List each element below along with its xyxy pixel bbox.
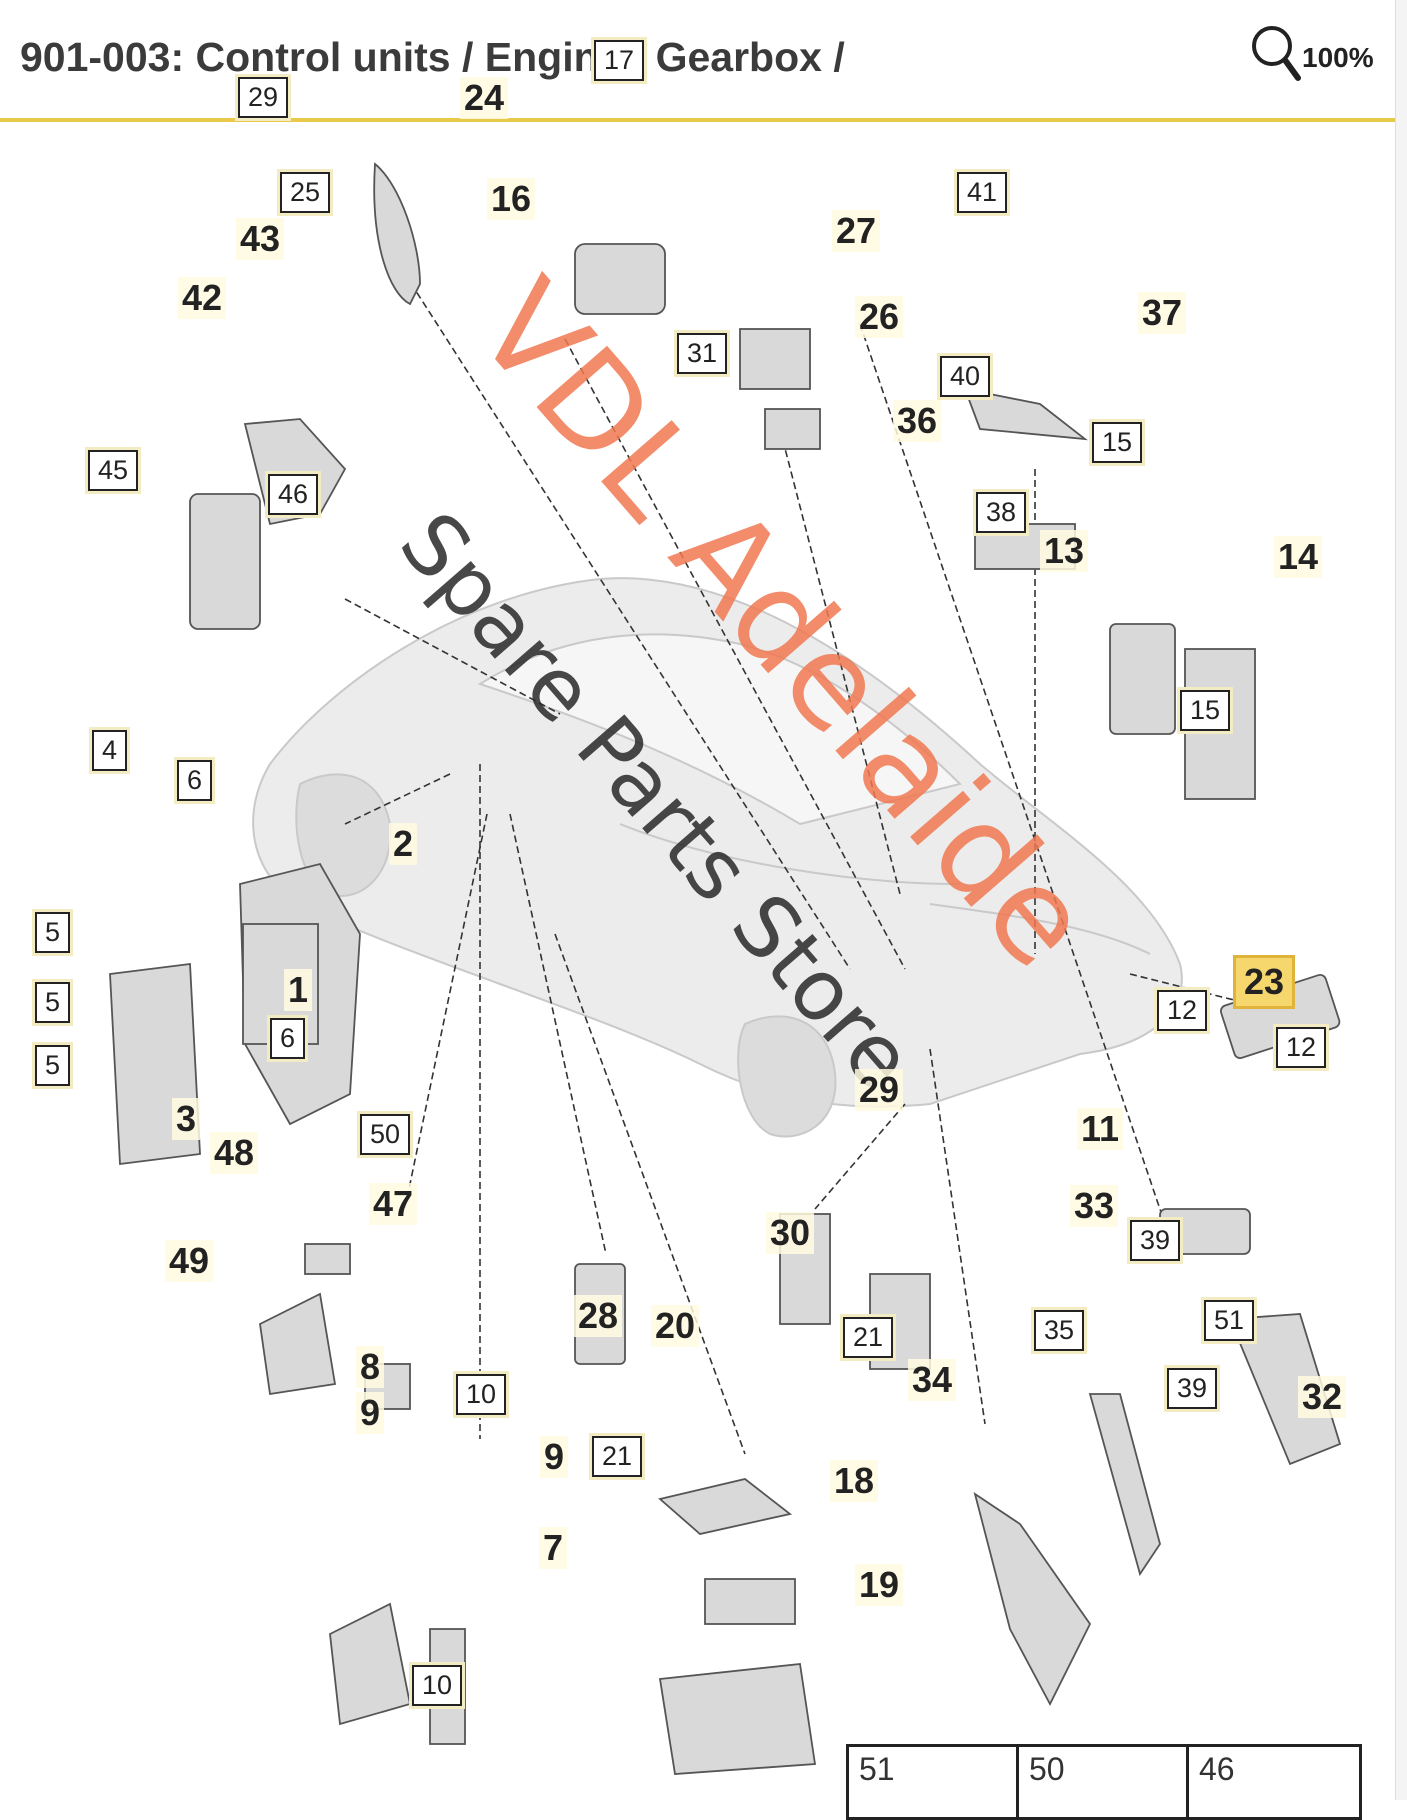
callout-8[interactable]: 8: [356, 1346, 385, 1388]
callout-48[interactable]: 48: [210, 1132, 259, 1174]
callout-29[interactable]: 29: [855, 1069, 904, 1111]
callout-38[interactable]: 38: [972, 489, 1030, 536]
callout-40[interactable]: 40: [936, 353, 994, 400]
part-26: [764, 408, 821, 450]
part-42: [189, 493, 261, 630]
callout-28[interactable]: 28: [574, 1295, 623, 1337]
magnifier-icon: [1252, 26, 1301, 81]
callout-20[interactable]: 20: [651, 1305, 700, 1347]
callout-19[interactable]: 19: [855, 1564, 904, 1606]
car-illustration: [252, 577, 1183, 1138]
callout-15[interactable]: 15: [1176, 687, 1234, 734]
callout-16[interactable]: 16: [487, 178, 536, 220]
part-24: [373, 162, 421, 306]
callout-39[interactable]: 39: [1126, 1217, 1184, 1264]
callout-21[interactable]: 21: [839, 1314, 897, 1361]
legend-cell[interactable]: 46: [1199, 1751, 1235, 1787]
callout-10[interactable]: 10: [452, 1371, 510, 1418]
callout-14[interactable]: 14: [1274, 536, 1323, 578]
callout-36[interactable]: 36: [893, 400, 942, 442]
callout-30[interactable]: 30: [766, 1212, 815, 1254]
part-19: [658, 1663, 817, 1775]
scrollbar[interactable]: [1395, 0, 1407, 1800]
part-16: [574, 243, 666, 315]
callout-33[interactable]: 33: [1070, 1185, 1119, 1227]
callout-4[interactable]: 4: [88, 727, 131, 774]
callout-5[interactable]: 5: [31, 1042, 74, 1089]
diagram-drawing: [109, 162, 1342, 1775]
part-20: [658, 1478, 793, 1535]
callout-9[interactable]: 9: [540, 1436, 569, 1478]
legend-cell[interactable]: 50: [1019, 1747, 1189, 1817]
callout-21[interactable]: 21: [588, 1433, 646, 1480]
callout-9[interactable]: 9: [356, 1392, 385, 1434]
part-48: [304, 1243, 351, 1275]
callout-17[interactable]: 17: [590, 37, 648, 84]
callout-35[interactable]: 35: [1030, 1307, 1088, 1354]
callout-5[interactable]: 5: [31, 979, 74, 1026]
callout-49[interactable]: 49: [165, 1240, 214, 1282]
part-27: [739, 328, 811, 390]
callout-12[interactable]: 12: [1153, 987, 1211, 1034]
callout-23[interactable]: 23: [1233, 955, 1296, 1009]
callout-27[interactable]: 27: [832, 210, 881, 252]
callout-3[interactable]: 3: [172, 1098, 201, 1140]
callout-15[interactable]: 15: [1088, 419, 1146, 466]
callout-42[interactable]: 42: [178, 277, 227, 319]
callout-39[interactable]: 39: [1163, 1365, 1221, 1412]
part-18: [704, 1578, 796, 1625]
callout-47[interactable]: 47: [369, 1183, 418, 1225]
callout-31[interactable]: 31: [673, 330, 731, 377]
callout-7[interactable]: 7: [539, 1527, 568, 1569]
callout-12[interactable]: 12: [1272, 1024, 1330, 1071]
callout-2[interactable]: 2: [389, 823, 418, 865]
page-title: 901-003: Control units / Engine / Gearbo…: [20, 34, 845, 80]
legend-cell[interactable]: 51: [849, 1747, 1019, 1817]
callout-51[interactable]: 51: [1200, 1297, 1258, 1344]
part-49: [259, 1292, 337, 1396]
callout-37[interactable]: 37: [1138, 292, 1187, 334]
legend-strip: 51 50 46: [846, 1744, 1362, 1820]
callout-5[interactable]: 5: [31, 909, 74, 956]
callout-18[interactable]: 18: [830, 1460, 879, 1502]
callout-50[interactable]: 50: [356, 1111, 414, 1158]
callout-1[interactable]: 1: [284, 969, 313, 1011]
callout-24[interactable]: 24: [460, 77, 509, 119]
part-33: [1088, 1393, 1161, 1577]
callout-43[interactable]: 43: [236, 218, 285, 260]
callout-6[interactable]: 6: [173, 757, 216, 804]
zoom-level: 100%: [1302, 42, 1374, 73]
callout-26[interactable]: 26: [855, 296, 904, 338]
callout-32[interactable]: 32: [1298, 1376, 1347, 1418]
callout-45[interactable]: 45: [84, 447, 142, 494]
callout-11[interactable]: 11: [1077, 1108, 1124, 1150]
part-32: [1228, 1313, 1342, 1466]
page-header: 901-003: Control units / Engine / Gearbo…: [0, 0, 1395, 122]
part-41: [963, 387, 1088, 441]
callout-13[interactable]: 13: [1040, 530, 1089, 572]
callout-41[interactable]: 41: [953, 169, 1011, 216]
part-13: [1109, 623, 1176, 735]
callout-10[interactable]: 10: [408, 1662, 466, 1709]
part-9: [329, 1602, 412, 1726]
callout-6[interactable]: 6: [266, 1015, 309, 1062]
callout-34[interactable]: 34: [908, 1359, 957, 1401]
callout-25[interactable]: 25: [276, 169, 334, 216]
callout-46[interactable]: 46: [264, 471, 322, 518]
zoom-control[interactable]: 100%: [1248, 22, 1388, 92]
part-34: [973, 1491, 1092, 1706]
leader-lines: [344, 273, 1251, 1455]
callout-29[interactable]: 29: [234, 74, 292, 121]
